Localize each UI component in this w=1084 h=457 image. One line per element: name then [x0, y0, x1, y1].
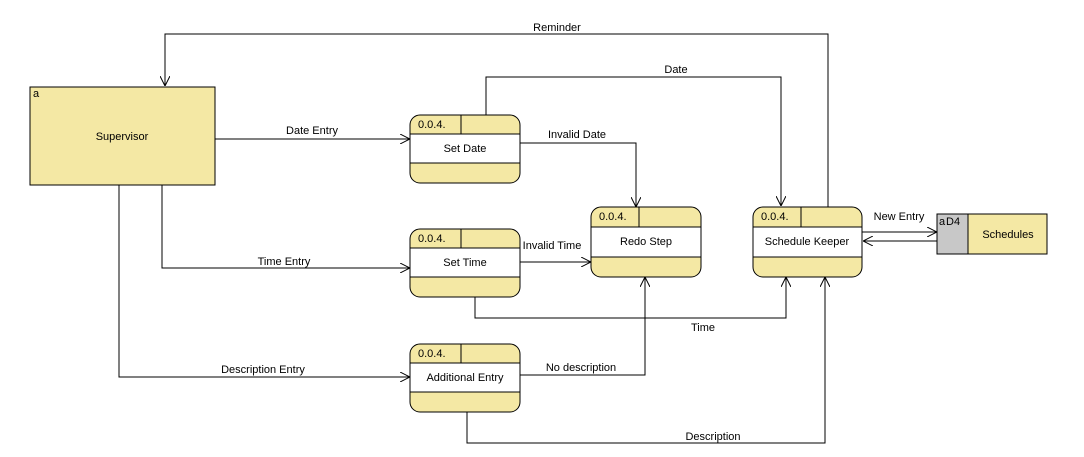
flow-label-invalid-time: Invalid Time: [523, 240, 582, 252]
flow-label-time: Time: [691, 322, 715, 334]
process-id: 0.0.4.: [418, 119, 446, 131]
process-name: Schedule Keeper: [765, 236, 850, 248]
process-id: 0.0.4.: [761, 211, 789, 223]
flow-reminder[interactable]: [165, 33, 829, 207]
process-name: Set Date: [444, 143, 487, 155]
flow-description-entry[interactable]: [118, 185, 410, 377]
external-entity-name: Supervisor: [96, 131, 149, 143]
flow-time[interactable]: [474, 277, 786, 319]
process-schedule-keeper[interactable]: 0.0.4. Schedule Keeper: [752, 206, 863, 278]
flow-label-reminder: Reminder: [533, 22, 581, 34]
process-name: Set Time: [443, 257, 486, 269]
process-id: 0.0.4.: [418, 233, 446, 245]
process-additional-entry[interactable]: 0.0.4. Additional Entry: [409, 343, 521, 413]
flow-label-date: Date: [664, 64, 687, 76]
process-id: 0.0.4.: [599, 211, 627, 223]
flow-label-time-entry: Time Entry: [258, 256, 311, 268]
flow-label-description-entry: Description Entry: [221, 364, 305, 376]
process-id: 0.0.4.: [418, 348, 446, 360]
flow-label-no-description: No description: [546, 362, 616, 374]
process-set-date[interactable]: 0.0.4. Set Date: [409, 114, 521, 184]
flow-label-new-entry: New Entry: [874, 211, 925, 223]
data-store-name: Schedules: [982, 229, 1034, 241]
process-redo-step[interactable]: 0.0.4. Redo Step: [590, 206, 702, 278]
external-entity-tag: a: [33, 88, 40, 100]
flow-date[interactable]: [485, 76, 781, 206]
flow-label-date-entry: Date Entry: [286, 125, 338, 137]
process-name: Additional Entry: [426, 372, 504, 384]
flow-description[interactable]: [466, 277, 825, 444]
flow-label-invalid-date: Invalid Date: [548, 129, 606, 141]
data-store-tag: a: [939, 216, 946, 228]
flow-time-entry[interactable]: [161, 185, 410, 268]
flow-invalid-date[interactable]: [520, 142, 636, 207]
data-store-id: D4: [946, 216, 960, 228]
flow-no-description[interactable]: [520, 277, 645, 376]
process-set-time[interactable]: 0.0.4. Set Time: [409, 228, 521, 298]
data-store-schedules[interactable]: a D4 Schedules: [936, 213, 1048, 255]
process-name: Redo Step: [620, 236, 672, 248]
external-entity-supervisor[interactable]: a Supervisor: [29, 86, 216, 186]
flow-label-description: Description: [685, 431, 740, 443]
